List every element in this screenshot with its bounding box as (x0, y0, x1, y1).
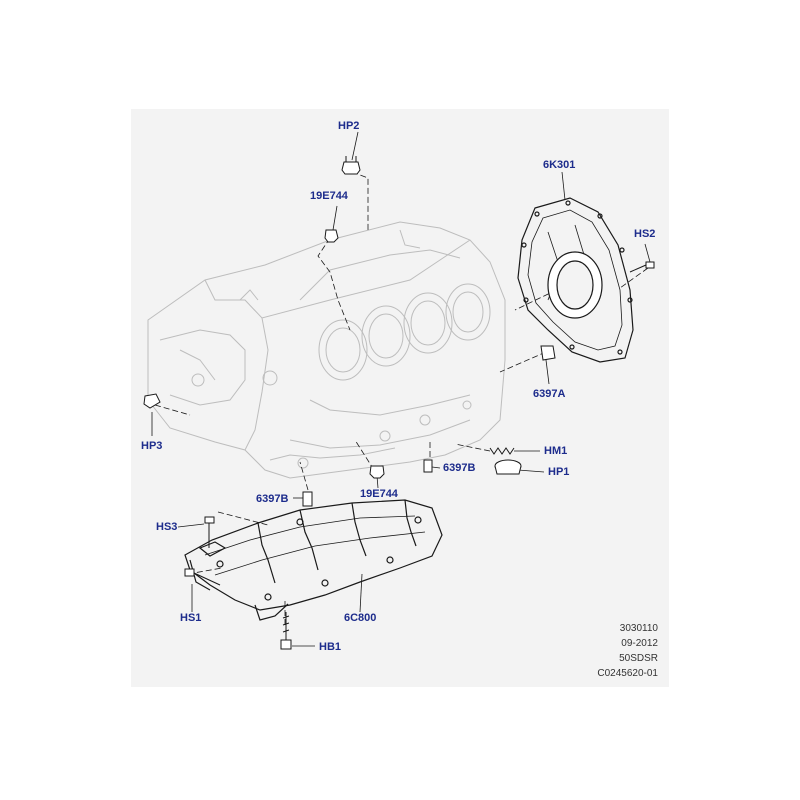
reference-catalog: C0245620-01 (597, 668, 658, 679)
callout-6c800: 6C800 (344, 612, 377, 624)
reference-model: 50SDSR (619, 653, 658, 664)
callout-hb1: HB1 (319, 641, 342, 653)
callout-hp3: HP3 (141, 440, 163, 452)
reference-date: 09-2012 (621, 638, 658, 649)
callout-hp2: HP2 (338, 120, 360, 132)
callout-6397b-left: 6397B (256, 493, 289, 505)
callout-6k301: 6K301 (543, 159, 576, 171)
engine-block-ghost (147, 221, 506, 479)
ladder-frame-part (184, 499, 443, 621)
callout-hs1: HS1 (180, 612, 202, 624)
callout-6397b-right: 6397B (443, 462, 476, 474)
diagram-panel (131, 109, 669, 687)
callout-19e744-top: 19E744 (310, 190, 348, 202)
leader-lines (151, 131, 651, 647)
callout-hs2: HS2 (634, 228, 656, 240)
hardware-parts (143, 156, 655, 650)
callout-hs3: HS3 (156, 521, 178, 533)
callout-19e744-bottom: 19E744 (360, 488, 398, 500)
callout-hp1: HP1 (548, 466, 570, 478)
callout-hm1: HM1 (544, 445, 568, 457)
callout-6397a: 6397A (533, 388, 566, 400)
reference-code: 3030110 (619, 623, 658, 634)
rear-seal-retainer-part (517, 197, 634, 363)
